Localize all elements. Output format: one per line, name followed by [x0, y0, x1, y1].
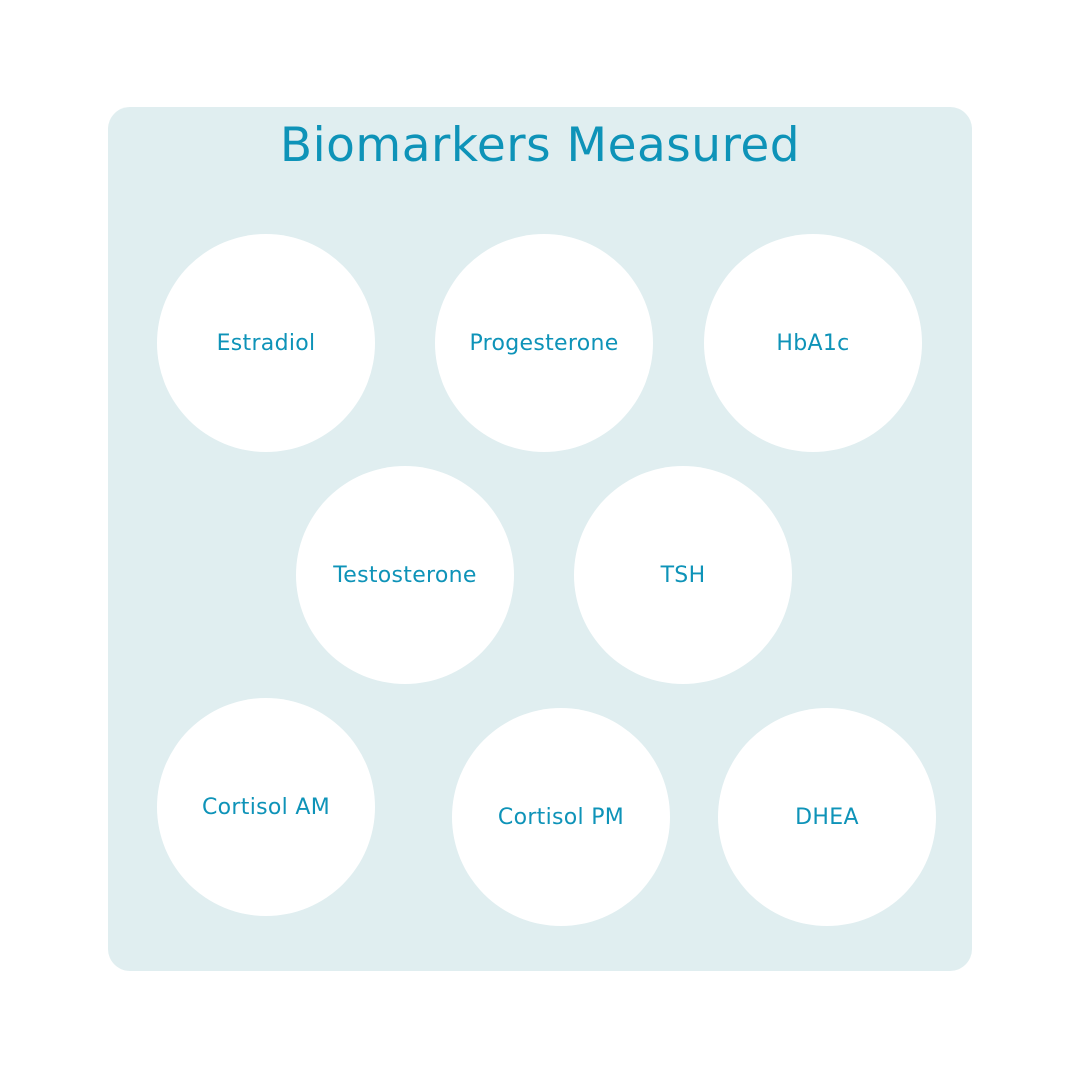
- biomarker-label: HbA1c: [776, 330, 850, 356]
- biomarker-label: Testosterone: [333, 562, 477, 588]
- biomarker-label: Estradiol: [216, 330, 316, 356]
- biomarker-label: Progesterone: [469, 330, 619, 356]
- page-title: Biomarkers Measured: [279, 118, 801, 173]
- biomarker-label: Cortisol PM: [497, 804, 625, 830]
- biomarker-cortisol-pm: Cortisol PM: [452, 708, 670, 926]
- biomarker-estradiol: Estradiol: [157, 234, 375, 452]
- biomarker-cortisol-am: Cortisol AM: [157, 698, 375, 916]
- biomarker-progesterone: Progesterone: [435, 234, 653, 452]
- biomarker-hba1c: HbA1c: [704, 234, 922, 452]
- biomarker-label: DHEA: [795, 804, 859, 830]
- biomarker-label: Cortisol AM: [202, 794, 330, 820]
- biomarker-dhea: DHEA: [718, 708, 936, 926]
- biomarker-label: TSH: [660, 562, 706, 588]
- biomarker-tsh: TSH: [574, 466, 792, 684]
- biomarker-testosterone: Testosterone: [296, 466, 514, 684]
